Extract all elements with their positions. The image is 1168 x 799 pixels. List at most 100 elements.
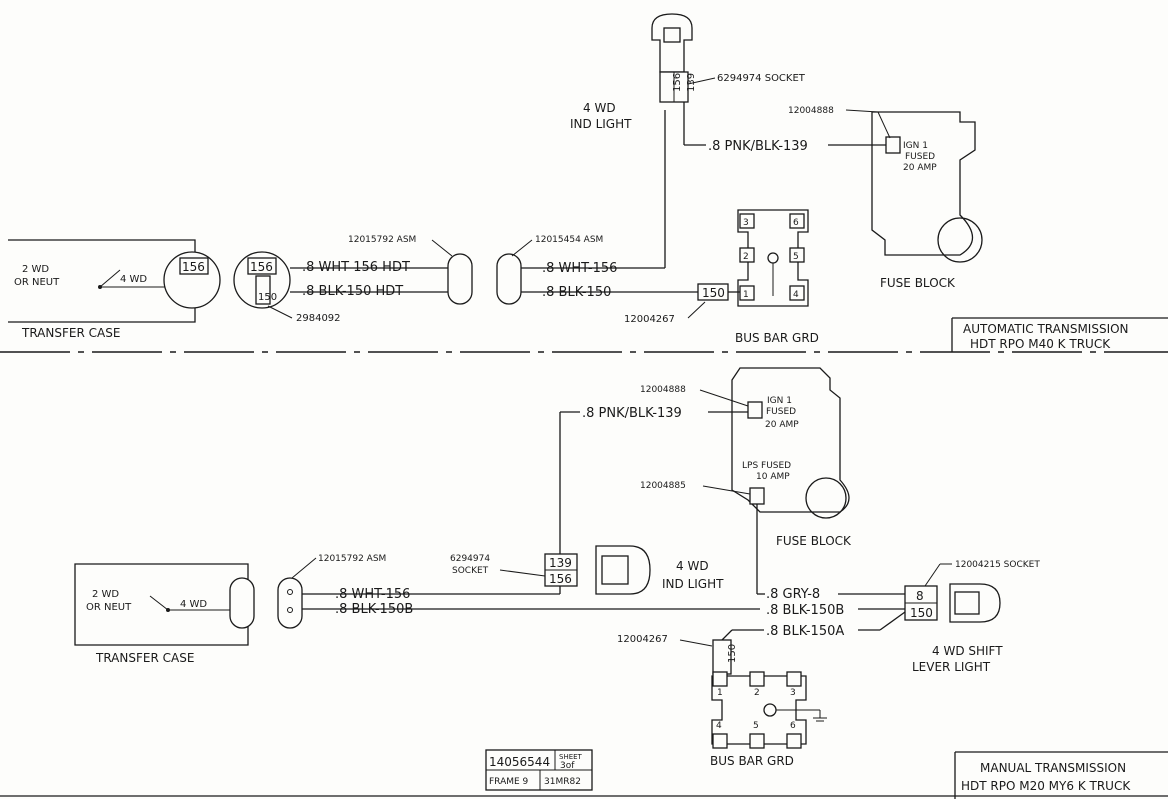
title-top-line2: HDT RPO M40 K TRUCK [970, 337, 1111, 351]
fuse-ign-label-1-top: IGN 1 [903, 141, 928, 151]
connector-12015792-top [447, 253, 473, 305]
bus-terminal-top-1-label: 3 [743, 218, 749, 228]
title-box-top [951, 317, 1168, 352]
bus-terminal-bottom-3 [786, 671, 802, 687]
fuse-ign-top [885, 136, 901, 154]
ground-part-top: 12004267 [624, 314, 675, 325]
leader-socket-bottom [499, 569, 546, 577]
bus-terminal-top-2-label: 6 [793, 218, 799, 228]
switch-arm-top [99, 269, 121, 288]
bus-terminal-top-1 [739, 213, 755, 229]
connector-pin-2-bottom [287, 607, 293, 613]
shift-terminal-8: 8 [916, 589, 924, 603]
leader-shift-socket [924, 563, 941, 587]
bus-terminal-bottom-5-label: 5 [753, 721, 759, 731]
switch-pivot-bottom [166, 608, 170, 612]
wire-wht-label-bottom: .8 WHT-156 [335, 587, 410, 602]
bus-terminal-bottom-6 [786, 733, 802, 749]
bus-terminal-top-6-label: 4 [793, 290, 799, 300]
terminal-156-top [179, 257, 209, 275]
fuse-ign-bottom [747, 401, 763, 419]
bus-terminal-top-3 [739, 247, 755, 263]
socket-139-top: 139 [686, 73, 697, 92]
shift-light-bulb [949, 583, 1001, 623]
leader-fuse-ign-bottom [699, 389, 749, 407]
bus-terminal-top-4-label: 5 [793, 252, 799, 262]
switch-connector-bottom [229, 577, 255, 629]
transfer-case-box-bottom [74, 563, 249, 646]
frame-number: 14056544 [489, 755, 550, 769]
wire-blk-label-top: .8 BLK-150 [542, 285, 611, 300]
wire-blk-hdt-label: .8 BLK-150 HDT [302, 284, 403, 299]
fuse-part-lps-bottom: 12004885 [640, 481, 686, 491]
leader-fuse-part-top [845, 109, 879, 113]
title-top-line1: AUTOMATIC TRANSMISSION [963, 322, 1129, 336]
socket-part-label-2-bottom: SOCKET [452, 566, 489, 576]
leader-fuse-part-top-2 [877, 111, 891, 139]
title-bottom-line1: MANUAL TRANSMISSION [980, 761, 1126, 775]
fuse-block-label-top: FUSE BLOCK [880, 276, 956, 290]
leader-connector-a [431, 239, 453, 257]
fuse-lps-label-2-bottom: 10 AMP [756, 472, 790, 482]
mating-terminal-156-top [247, 257, 277, 275]
transfer-case-label-top: TRANSFER CASE [21, 326, 120, 340]
indicator-bulb-top [651, 13, 693, 73]
mating-terminal-156-label-top: 156 [250, 260, 273, 274]
frame-label: FRAME 9 [489, 777, 529, 787]
shift-light-bulb-base [954, 591, 980, 615]
ind-light-label-1-bottom: 4 WD [676, 559, 709, 573]
connector-a-part-label: 12015792 ASM [348, 235, 416, 245]
terminal-156-label-top: 156 [182, 260, 205, 274]
fuse-ign-label-2-top: FUSED [905, 152, 935, 162]
fuse-block-bottom [731, 367, 850, 513]
leader-connector-bottom [291, 557, 317, 579]
wire-blk-150a-corner [721, 629, 733, 641]
socket-139-bottom: 139 [549, 556, 572, 570]
bus-terminal-bottom-3-label: 3 [790, 688, 796, 698]
shift-socket-part: 12004215 SOCKET [955, 560, 1040, 570]
transfer-switch-part: 2984092 [296, 313, 341, 324]
fuse-block-label-bottom: FUSE BLOCK [776, 534, 852, 548]
wire-blk-150b-right-label: .8 BLK-150B [766, 603, 844, 618]
fuse-ign-label-1-bottom: IGN 1 [767, 396, 792, 406]
bus-stud-bottom [763, 703, 777, 717]
frame-sheet-label: SHEET [559, 753, 583, 761]
switch-4wd-label-top: 4 WD [120, 274, 147, 285]
bus-terminal-bottom-1 [712, 671, 728, 687]
switch-2wd-label-2-bottom: OR NEUT [86, 602, 132, 613]
bus-bar-top [737, 209, 809, 307]
leader-ground-bottom [679, 639, 713, 647]
ground-terminal-label-top: 150 [702, 286, 725, 300]
switch-pivot-top [98, 285, 102, 289]
connector-part-bottom: 12015792 ASM [318, 554, 386, 564]
fuse-lps-label-1-bottom: LPS FUSED [742, 461, 791, 471]
ind-light-label-1-top: 4 WD [583, 101, 616, 115]
frame-sheet-value: 3of [560, 761, 575, 771]
bus-terminal-bottom-4-label: 4 [716, 721, 722, 731]
fuse-ign-label-3-top: 20 AMP [903, 163, 937, 173]
bus-terminal-top-5 [739, 285, 755, 301]
switch-arm-bottom [149, 595, 169, 611]
wire-wht-label-top: .8 WHT-156 [542, 261, 617, 276]
top-diagram: 2 WD OR NEUT 4 WD TRANSFER CASE 156 156 … [8, 13, 1168, 352]
bus-terminal-top-5-label: 1 [743, 290, 749, 300]
wire-wht-hdt-label: .8 WHT 156 HDT [302, 260, 410, 275]
connector-pin-1-bottom [287, 589, 293, 595]
bus-bar-bottom [711, 675, 807, 745]
mating-terminal-150-label-top: 150 [258, 292, 277, 303]
bus-stud-top [767, 252, 779, 264]
bus-terminal-bottom-6-label: 6 [790, 721, 796, 731]
leader-ground-top [687, 301, 706, 319]
connector-12015454-top [496, 253, 522, 305]
leader-connector-b [511, 239, 533, 257]
fuse-block-top [871, 111, 976, 256]
bus-bar-label-top: BUS BAR GRD [735, 331, 819, 345]
socket-156-top: 156 [672, 73, 683, 92]
leader-fuse-lps-bottom [702, 485, 751, 495]
wire-blk-150a-b [879, 611, 906, 631]
wire-gry-label-bottom: .8 GRY-8 [766, 587, 820, 602]
wire-blk-150a-label: .8 BLK-150A [766, 624, 844, 639]
shift-terminal-150: 150 [910, 606, 933, 620]
ind-light-label-2-bottom: IND LIGHT [662, 577, 724, 591]
